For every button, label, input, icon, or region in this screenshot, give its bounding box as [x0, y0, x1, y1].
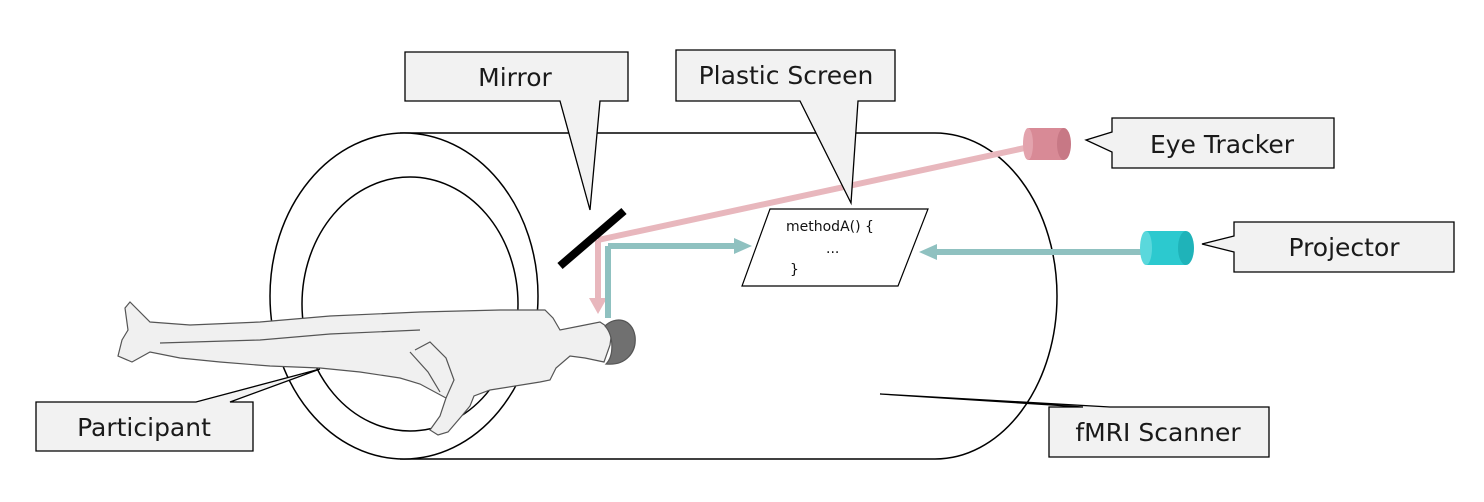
projector-beam: [605, 243, 1143, 318]
screen-code-line-3: }: [790, 262, 799, 278]
projector-device: [1140, 231, 1194, 265]
fmri-scanner-body: [400, 132, 1058, 460]
callout-eye-tracker-label: Eye Tracker: [1150, 130, 1295, 159]
scanner-inner-ring: [301, 176, 519, 432]
screen-code-line-1: methodA() {: [786, 219, 874, 235]
projector-beam-arrowhead-right: [919, 244, 937, 260]
callout-participant-label: Participant: [77, 413, 211, 442]
eye-tracker-device: [1023, 128, 1071, 160]
eye-tracker-beam-arrowhead: [589, 298, 607, 314]
eye-tracker-beam: [595, 143, 1035, 300]
projector-beam-arrowhead-screen: [734, 238, 752, 254]
plastic-screen: [741, 208, 929, 287]
callout-projector-label: Projector: [1288, 233, 1400, 262]
callout-plastic-screen-label: Plastic Screen: [699, 61, 874, 90]
callout-participant: Participant: [35, 368, 321, 452]
callout-fmri-scanner: fMRI Scanner: [879, 393, 1270, 458]
callout-projector: Projector: [1201, 221, 1455, 273]
mirror: [557, 207, 627, 270]
callout-fmri-scanner-label: fMRI Scanner: [1075, 418, 1241, 447]
callout-mirror: Mirror: [404, 51, 629, 211]
participant-head: [604, 319, 636, 365]
callout-eye-tracker: Eye Tracker: [1084, 117, 1335, 169]
callout-plastic-screen: Plastic Screen: [675, 49, 896, 206]
callout-mirror-label: Mirror: [478, 63, 552, 92]
screen-code-line-2: ...: [826, 241, 839, 257]
participant-figure: [117, 301, 636, 436]
scanner-outer-ring: [269, 132, 539, 460]
